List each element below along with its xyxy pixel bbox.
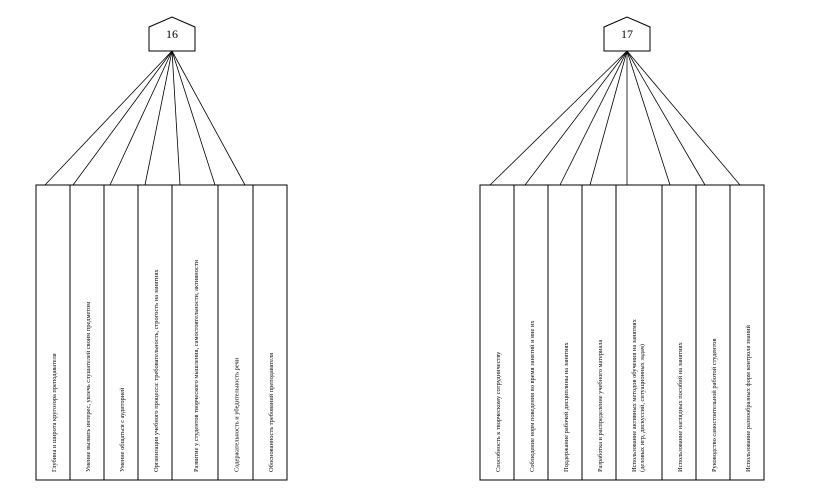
criterion-label: Поддержание рабочей дисциплины на заняти… [563,342,570,472]
node-shape [148,16,196,52]
connector-line [171,50,216,186]
criterion-label: Глубина и широта кругозора преподавателя [51,353,58,472]
criterion-label: Использование наглядных пособий на занят… [677,342,684,472]
criterion-label: Соблюдение норм поведения во время занят… [529,320,536,472]
criteria-box [35,184,288,481]
connector-line [72,50,173,186]
connector-line [44,50,173,186]
connector-line [489,50,628,186]
node-number: 17 [621,27,633,41]
criteria-box [479,184,765,481]
node-shape [603,16,651,52]
criterion-label: Обоснованность требований преподавателя [268,353,275,472]
connector-line [109,50,173,186]
criterion-label: Способность к творческому сотрудничеству [495,351,502,472]
criterion-label: Организация учебного процесса: требовате… [153,269,160,472]
connector-line [589,50,628,186]
criterion-label: Умение вызвать интерес, увлечь слушателе… [85,302,92,472]
connector-line [626,50,741,186]
connector-line [171,50,181,186]
connector-line [171,50,246,186]
node-number: 16 [166,27,178,41]
criterion-label: Руководство самостоятельной работой студ… [711,338,718,472]
criterion-label: Разработка и распределение учебного мате… [597,339,604,472]
criterion-label: Содержательность и убедительность речи [234,357,241,472]
connector-line [524,50,628,186]
connector-line [626,50,671,186]
criterion-label: Развитие у студентов творческого мышлени… [193,259,200,472]
connector-line [626,50,706,186]
criterion-label: Использование разнообразных форм контрол… [745,325,752,472]
connector-line [144,50,173,186]
criterion-label: Использование активных методов обучения … [631,318,646,472]
criterion-label: Умение общаться с аудиторией [119,387,126,472]
connector-line [559,50,628,186]
